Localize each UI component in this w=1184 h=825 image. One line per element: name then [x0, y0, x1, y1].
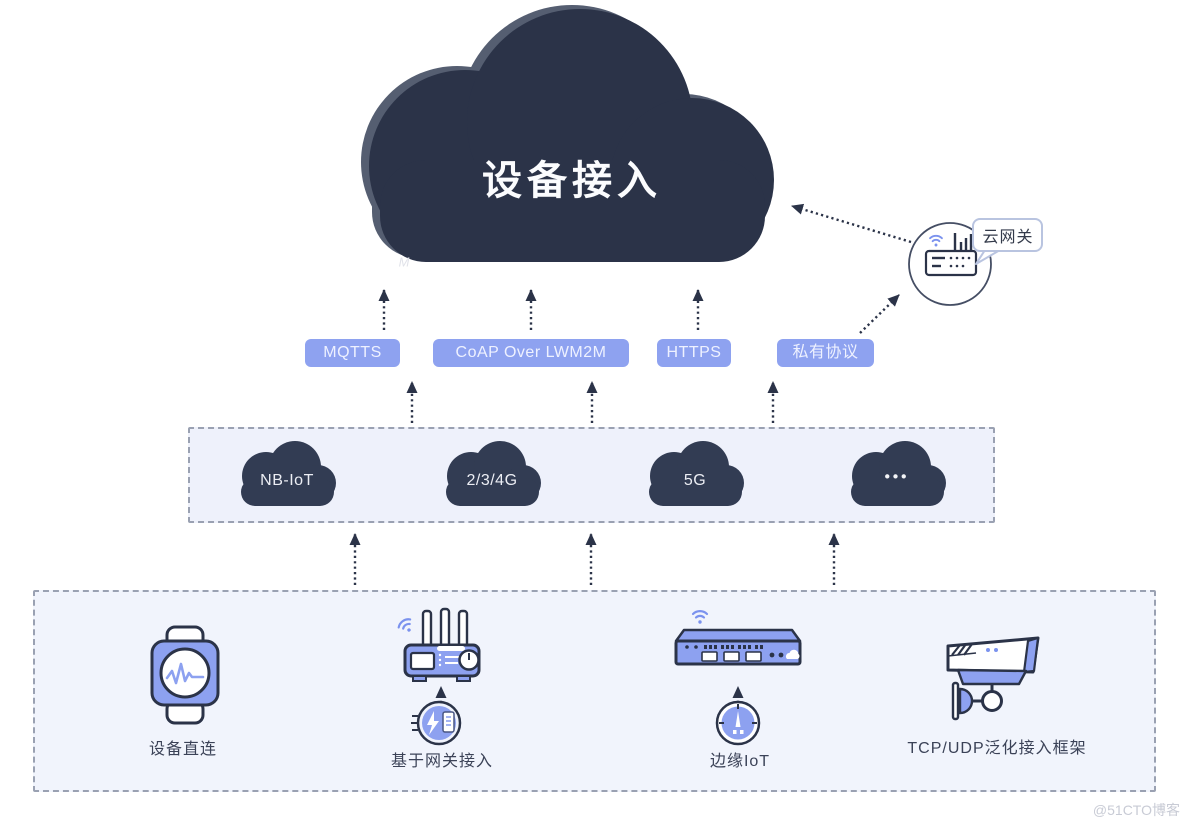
protocol-badge-coap: CoAP Over LWM2M — [433, 339, 629, 367]
protocol-badge-private: 私有协议 — [777, 339, 874, 367]
network-label-nbiot: NB-IoT — [260, 472, 314, 489]
network-label-more: ••• — [884, 468, 910, 486]
smartwatch-icon — [150, 625, 220, 725]
device-label-gateway: 基于网关接入 — [390, 753, 494, 770]
cctv-camera-icon — [946, 636, 1040, 721]
network-switch-icon — [674, 610, 802, 666]
antenna-router-icon — [395, 607, 481, 682]
network-label-5g: 5G — [683, 472, 707, 489]
network-label-cellular: 2/3/4G — [466, 472, 518, 489]
main-cloud-title: 设备接入 — [482, 159, 662, 203]
faint-watermark: M — [398, 254, 410, 270]
protocol-badge-https: HTTPS — [657, 339, 731, 367]
device-label-direct: 设备直连 — [148, 741, 218, 758]
gateway-speech-bubble — [972, 218, 1043, 265]
device-label-tcpudp: TCP/UDP泛化接入框架 — [907, 740, 1087, 757]
network-clouds — [241, 441, 946, 506]
flow-arrows — [349, 203, 912, 703]
cloud-gateway-node — [908, 218, 1043, 306]
arrow-gateway-to-cloud — [791, 203, 912, 244]
gauge-icon — [715, 700, 761, 746]
site-watermark: @51CTO博客 — [1092, 802, 1180, 818]
usb-dongle-icon — [411, 700, 462, 746]
main-cloud — [361, 5, 774, 262]
device-label-edge: 边缘IoT — [709, 753, 771, 770]
cloud-gateway-label: 云网关 — [982, 229, 1034, 246]
protocol-badge-mqtts: MQTTS — [305, 339, 400, 367]
arrow-private-to-gateway — [859, 294, 900, 334]
device-layer-panel — [33, 590, 1156, 792]
